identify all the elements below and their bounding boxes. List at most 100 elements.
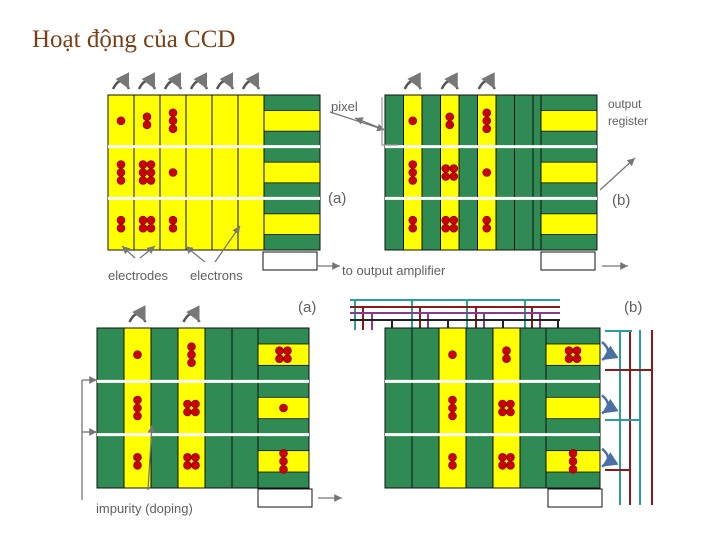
electron-dot-icon — [572, 354, 582, 363]
electron-dot-icon — [506, 461, 515, 470]
register-stripe — [545, 396, 601, 420]
electron-dot-icon — [408, 176, 418, 185]
pointer-arrow-icon — [139, 245, 156, 259]
electron-dot-icon — [564, 354, 574, 363]
slide-title: Hoạt động của CCD — [32, 26, 236, 53]
electron-dot-icon — [146, 168, 156, 177]
electron-dot-icon — [133, 461, 142, 470]
electron-dot-icon — [482, 223, 492, 233]
electrode-column — [96, 327, 125, 489]
electron-dot-icon — [498, 399, 507, 409]
electron-dot-icon — [506, 407, 515, 417]
electron-dot-icon — [183, 453, 192, 462]
electron-dot-icon — [187, 358, 196, 367]
electrode-column — [150, 327, 179, 489]
transfer-arrow-icon — [111, 72, 131, 90]
electron-dot-icon — [448, 350, 457, 359]
electron-dot-icon — [506, 399, 515, 409]
electron-dot-icon — [116, 176, 126, 185]
register-stripe — [263, 110, 321, 132]
register-stripe — [540, 213, 598, 235]
output-amplifier-box — [262, 251, 318, 271]
electron-dot-icon — [502, 346, 511, 355]
electron-dot-icon — [564, 346, 574, 355]
electron-dot-icon — [408, 160, 418, 169]
electron-dot-icon — [279, 403, 288, 413]
transfer-arrow-icon — [137, 72, 157, 90]
electrode-column — [465, 327, 494, 489]
ccd-panel-bottom-right — [384, 327, 619, 508]
register-stripe — [540, 110, 598, 132]
pixel-label: pixel — [331, 99, 358, 114]
electron-dot-icon — [138, 160, 148, 169]
output-amplifier-box — [540, 251, 596, 271]
register-stripe — [263, 213, 321, 235]
transfer-arrow-icon — [215, 72, 235, 90]
ccd-panel-top-left — [107, 72, 321, 271]
electron-dot-icon — [133, 403, 142, 413]
panel-tag-a-top: (a) — [328, 190, 347, 207]
electron-dot-icon — [283, 346, 292, 355]
electron-dot-icon — [146, 215, 156, 225]
electron-dot-icon — [482, 108, 492, 118]
electron-dot-icon — [116, 116, 126, 126]
electron-dot-icon — [482, 168, 492, 177]
electron-dot-icon — [448, 453, 457, 462]
transfer-arrow-icon — [440, 72, 459, 90]
pointer-arrow-icon — [599, 157, 636, 191]
electron-dot-icon — [568, 449, 578, 458]
electron-dot-icon — [116, 160, 126, 169]
electron-dot-icon — [168, 116, 178, 126]
transfer-arrow-icon — [601, 394, 619, 415]
ccd-panel-bottom-left — [96, 305, 313, 508]
panel-tag-b-bottom: (b) — [624, 299, 643, 316]
electron-dot-icon — [441, 215, 451, 225]
electron-dot-icon — [133, 453, 142, 462]
register-stripe — [540, 161, 598, 184]
electron-dot-icon — [408, 116, 418, 126]
pointer-arrows — [81, 97, 636, 502]
electron-dot-icon — [482, 215, 492, 225]
electron-dot-icon — [168, 124, 178, 134]
electrode-column — [204, 327, 233, 489]
electron-dot-icon — [183, 399, 192, 409]
electron-dot-icon — [568, 465, 578, 474]
electron-dot-icon — [187, 350, 196, 359]
electrons-label: electrons — [190, 268, 243, 283]
electron-dot-icon — [116, 215, 126, 225]
electron-dot-icon — [138, 215, 148, 225]
panel-tag-a-bottom: (a) — [298, 299, 317, 316]
electron-dot-icon — [142, 112, 152, 122]
electron-dot-icon — [449, 223, 459, 233]
electron-dot-icon — [498, 453, 507, 462]
transfer-arrow-icon — [601, 447, 619, 468]
transfer-arrow-icon — [241, 72, 261, 90]
electrode-column — [384, 94, 404, 251]
electron-dot-icon — [482, 116, 492, 126]
electron-dot-icon — [448, 411, 457, 421]
output-amplifier-box — [547, 488, 603, 508]
electron-dot-icon — [191, 461, 200, 470]
output-register-label: output register — [608, 97, 649, 129]
pointer-arrow-icon — [329, 111, 386, 132]
panel-tag-b-top: (b) — [612, 192, 631, 209]
electron-dot-icon — [441, 223, 451, 233]
electron-dot-icon — [116, 168, 126, 177]
electron-dot-icon — [138, 168, 148, 177]
electron-dot-icon — [445, 112, 455, 122]
register-stripe — [257, 343, 310, 366]
electron-dot-icon — [146, 223, 156, 233]
electron-dot-icon — [142, 120, 152, 130]
electron-dot-icon — [498, 407, 507, 417]
electrode-column — [237, 94, 265, 251]
electron-dot-icon — [568, 457, 578, 466]
electron-dot-icon — [168, 108, 178, 118]
transfer-arrow-icon — [189, 72, 209, 90]
electron-dot-icon — [448, 395, 457, 405]
electrode-column — [458, 94, 478, 251]
electron-dot-icon — [441, 164, 451, 173]
electron-dot-icon — [279, 465, 288, 474]
electron-dot-icon — [133, 395, 142, 405]
electron-dot-icon — [449, 215, 459, 225]
